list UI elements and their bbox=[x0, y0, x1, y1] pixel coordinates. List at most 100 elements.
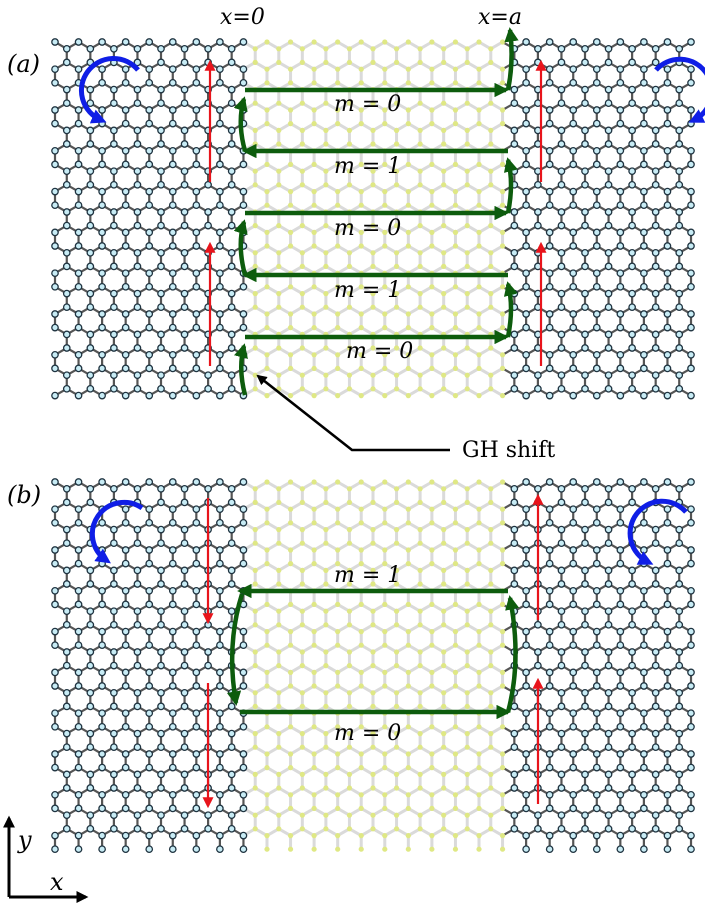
lattice-atom bbox=[323, 59, 329, 65]
lattice-atom bbox=[545, 641, 554, 650]
lattice-atom bbox=[74, 831, 83, 840]
lattice-atom bbox=[370, 785, 376, 791]
lattice-atom bbox=[98, 627, 106, 636]
lattice-atom bbox=[227, 580, 236, 588]
lattice-atom bbox=[569, 65, 578, 74]
lattice-atom bbox=[640, 518, 648, 527]
lattice-atom bbox=[581, 784, 589, 792]
lattice-atom bbox=[74, 269, 83, 278]
lattice-atom bbox=[216, 78, 224, 87]
lattice-atom bbox=[452, 765, 459, 771]
lattice-atom bbox=[51, 804, 59, 813]
lattice-atom bbox=[382, 629, 388, 635]
lattice-atom bbox=[640, 763, 648, 772]
lattice-atom bbox=[640, 106, 648, 114]
lattice-atom bbox=[557, 525, 566, 534]
lattice-atom bbox=[592, 763, 601, 772]
lattice-atom bbox=[452, 311, 459, 317]
lattice-atom bbox=[370, 304, 376, 310]
lattice-atom bbox=[393, 690, 400, 696]
lattice-atom bbox=[51, 505, 59, 514]
lattice-atom bbox=[110, 384, 118, 393]
lattice-atom bbox=[675, 811, 684, 820]
lattice-atom bbox=[452, 724, 459, 730]
lattice-atom bbox=[346, 649, 353, 655]
lattice-atom bbox=[287, 352, 294, 358]
lattice-atom bbox=[168, 804, 177, 813]
lattice-atom bbox=[675, 344, 684, 352]
lattice-atom bbox=[522, 478, 530, 486]
lattice-atom bbox=[311, 311, 317, 317]
lattice-atom bbox=[276, 372, 282, 378]
lattice-atom bbox=[227, 126, 236, 135]
lattice-atom bbox=[417, 46, 423, 52]
lattice-atom bbox=[417, 731, 423, 737]
lattice-atom bbox=[227, 140, 236, 148]
lattice-atom bbox=[227, 262, 236, 271]
lattice-atom bbox=[86, 85, 95, 94]
lattice-atom bbox=[192, 722, 201, 731]
lattice-atom bbox=[204, 44, 212, 53]
lattice-atom bbox=[370, 567, 376, 574]
lattice-atom bbox=[264, 352, 270, 358]
lattice-atom bbox=[192, 505, 201, 514]
lattice-atom bbox=[687, 119, 695, 128]
lattice-atom bbox=[145, 323, 154, 332]
lattice-atom bbox=[86, 221, 95, 230]
lattice-atom bbox=[98, 391, 106, 400]
lattice-atom bbox=[180, 539, 189, 548]
lattice-atom bbox=[417, 581, 423, 587]
lattice-atom bbox=[133, 484, 142, 493]
lattice-atom bbox=[264, 642, 270, 648]
lattice-atom bbox=[651, 126, 660, 135]
lattice-atom bbox=[441, 345, 447, 351]
lattice-atom bbox=[216, 242, 224, 250]
lattice-atom bbox=[216, 518, 224, 527]
lattice-atom bbox=[252, 649, 258, 655]
lattice-atom bbox=[651, 289, 660, 298]
lattice-atom bbox=[121, 364, 130, 373]
lattice-atom bbox=[287, 39, 294, 45]
lattice-atom bbox=[299, 581, 305, 587]
lattice-atom bbox=[464, 304, 470, 310]
lattice-atom bbox=[393, 59, 400, 65]
lattice-atom bbox=[452, 189, 459, 195]
lattice-atom bbox=[510, 208, 519, 216]
lattice-atom bbox=[393, 182, 400, 188]
lattice-atom bbox=[499, 243, 506, 249]
lattice-atom bbox=[604, 484, 613, 493]
lattice-atom bbox=[382, 833, 388, 839]
lattice-atom bbox=[510, 221, 519, 230]
lattice-atom bbox=[287, 833, 294, 839]
lattice-atom bbox=[499, 629, 506, 635]
lattice-atom bbox=[429, 189, 435, 195]
lattice-atom bbox=[687, 146, 695, 155]
lattice-atom bbox=[604, 58, 613, 67]
lattice-atom bbox=[687, 38, 695, 46]
lattice-atom bbox=[299, 182, 305, 188]
lattice-atom bbox=[476, 80, 482, 86]
lattice-atom bbox=[299, 527, 305, 533]
lattice-atom bbox=[145, 391, 154, 400]
lattice-atom bbox=[545, 391, 554, 400]
lattice-atom bbox=[604, 607, 613, 616]
lattice-atom bbox=[640, 845, 648, 854]
lattice-atom bbox=[145, 845, 154, 854]
lattice-atom bbox=[675, 99, 684, 108]
lattice-atom bbox=[346, 771, 353, 778]
lattice-atom bbox=[276, 182, 282, 188]
lattice-atom bbox=[145, 269, 154, 278]
lattice-atom bbox=[145, 641, 154, 650]
lattice-atom bbox=[687, 364, 695, 373]
lattice-atom bbox=[452, 520, 459, 526]
label-x-zero: x=0 bbox=[220, 5, 265, 30]
lattice-atom bbox=[464, 581, 470, 587]
lattice-atom bbox=[382, 393, 388, 399]
lattice-atom bbox=[628, 248, 636, 257]
lattice-atom bbox=[534, 208, 542, 216]
lattice-atom bbox=[358, 393, 364, 399]
lattice-atom bbox=[464, 731, 470, 737]
lattice-atom bbox=[62, 824, 71, 833]
lattice-atom bbox=[74, 750, 83, 758]
lattice-atom bbox=[545, 804, 554, 813]
